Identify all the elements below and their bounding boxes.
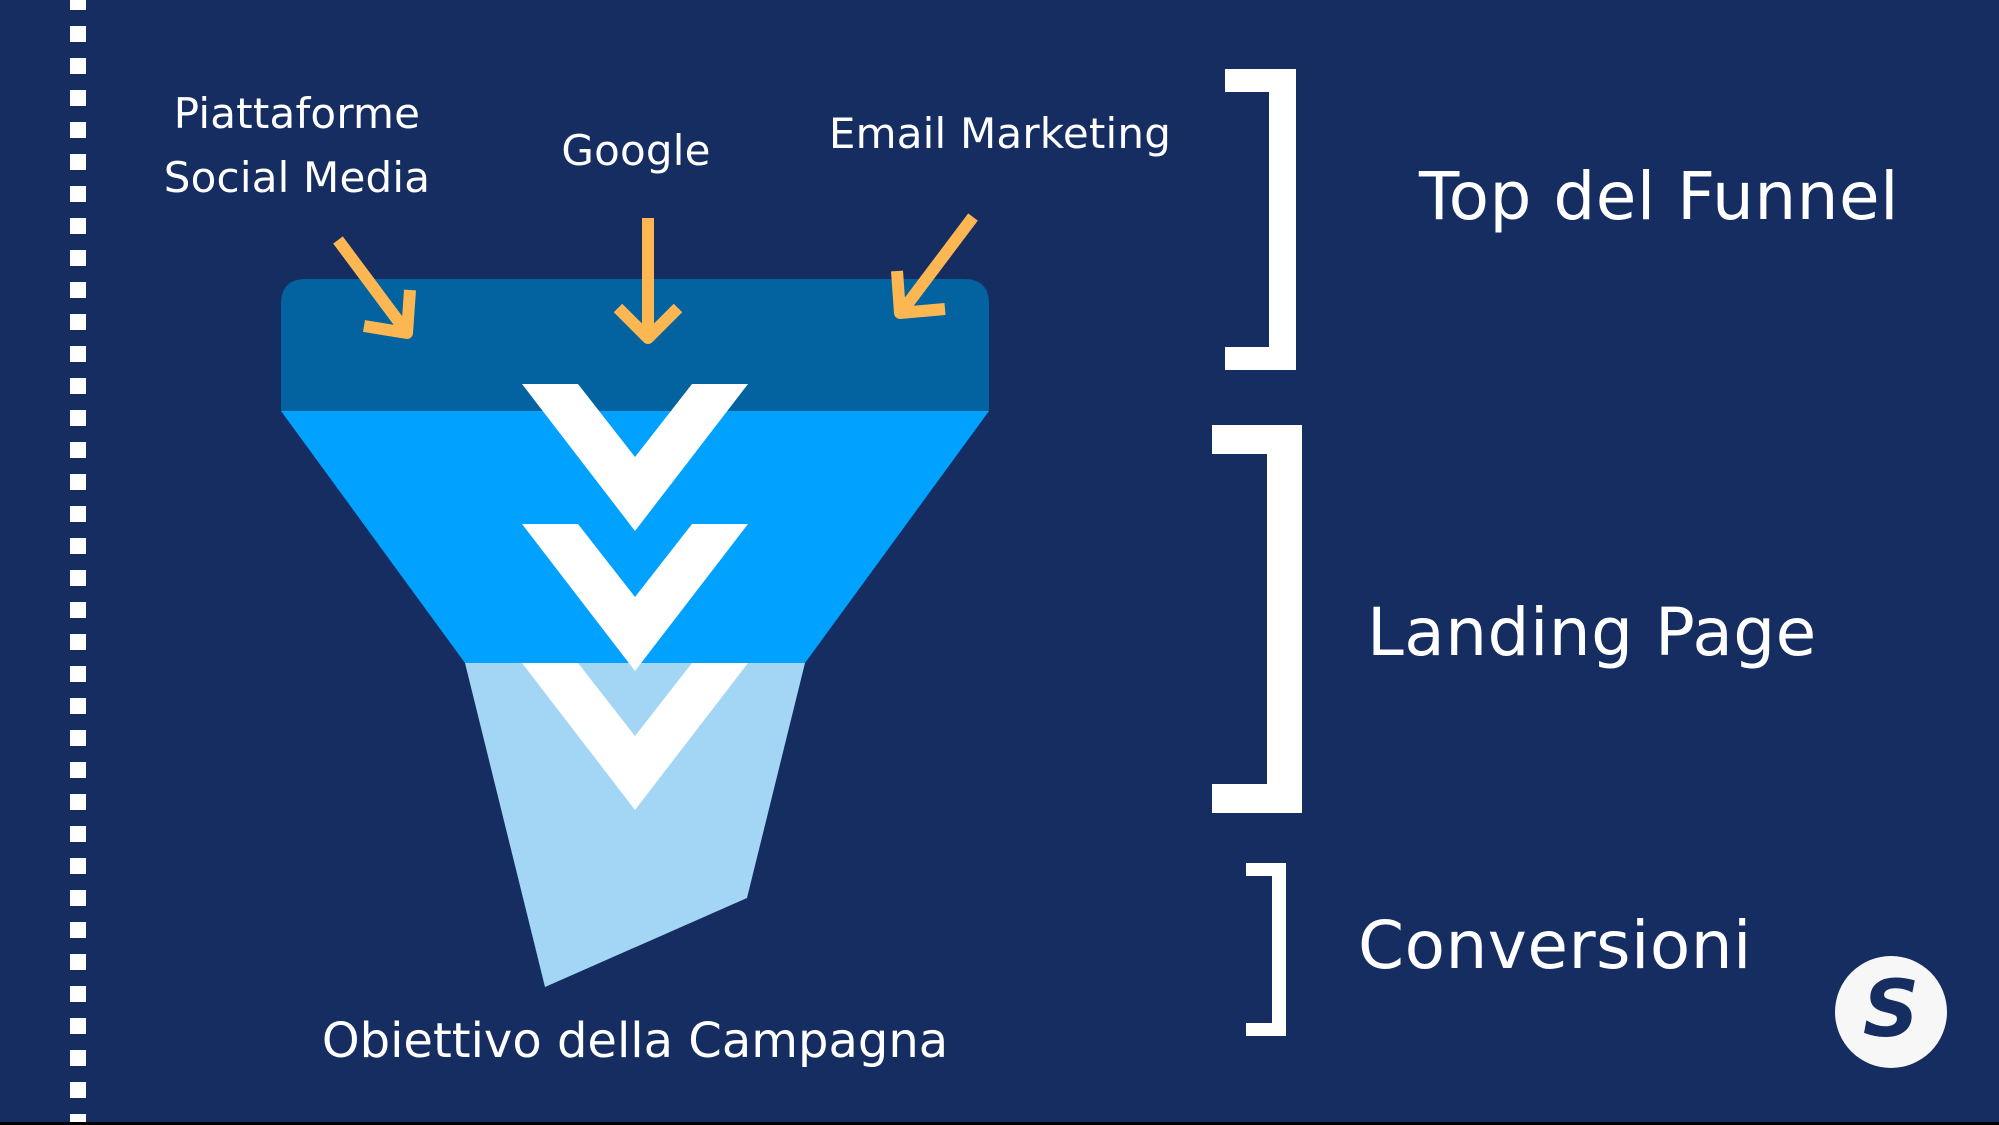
stage-label-landing-page: Landing Page <box>1367 594 1817 671</box>
funnel-top-section <box>281 279 989 411</box>
brand-logo: S <box>1835 956 1947 1068</box>
source-label-social: Piattaforme Social Media <box>157 82 437 210</box>
bracket-conversioni <box>1246 863 1286 1036</box>
goal-label: Obiettivo della Campagna <box>321 1013 949 1069</box>
source-label-email: Email Marketing <box>828 109 1172 158</box>
arrow-down-left-icon <box>891 213 978 319</box>
chevron-down-icon <box>522 663 748 810</box>
brand-logo-letter: S <box>1862 965 1920 1055</box>
arrow-down-right-icon <box>333 236 416 339</box>
bracket-landing-page <box>1212 425 1302 813</box>
chevron-down-icons <box>522 384 748 810</box>
stage-label-top-funnel: Top del Funnel <box>1419 158 1899 235</box>
source-label-google: Google <box>561 126 711 175</box>
stage-label-conversioni: Conversioni <box>1358 907 1752 984</box>
source-label-social-line1: Piattaforme <box>173 89 421 138</box>
chevron-down-icon <box>522 524 748 671</box>
bottom-edge <box>0 1122 1999 1125</box>
funnel-bottom-section <box>465 663 805 987</box>
chevron-down-icon <box>522 384 748 531</box>
funnel-middle-section <box>281 411 989 663</box>
source-label-social-line2: Social Media <box>163 153 431 202</box>
arrow-down-icon <box>613 218 683 344</box>
dotted-divider <box>70 0 86 1125</box>
source-arrows <box>333 213 978 344</box>
bracket-top-funnel <box>1225 69 1296 370</box>
